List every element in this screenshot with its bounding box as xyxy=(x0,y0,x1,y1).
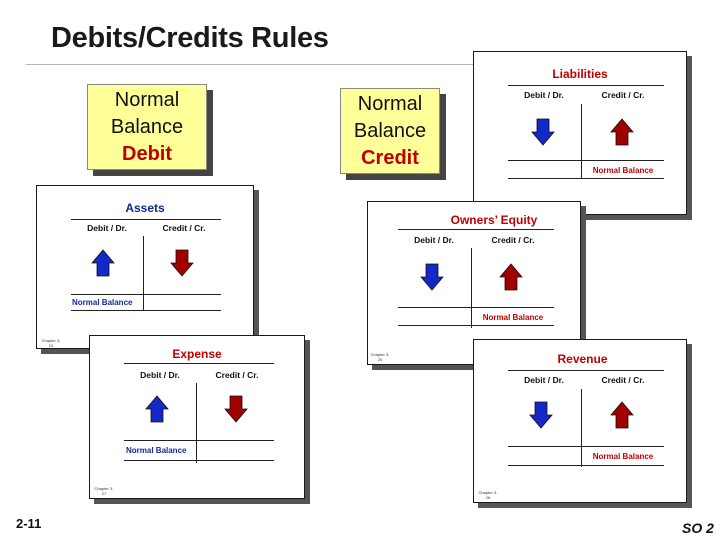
chapter-reference: Chapter 3-13 xyxy=(41,338,61,348)
callout-line1: Normal xyxy=(357,93,423,115)
t-account-mid-rule xyxy=(508,160,664,161)
chapter-reference: Chapter 3-27 xyxy=(94,486,114,496)
debit-header: Debit / Dr. xyxy=(87,223,127,233)
normal-balance-label: Normal Balance xyxy=(592,452,654,461)
credit-increase-arrow-icon xyxy=(499,263,523,291)
credit-header: Credit / Cr. xyxy=(601,90,645,100)
t-account-top-rule xyxy=(508,370,664,371)
debit-decrease-arrow-icon xyxy=(529,401,553,429)
t-account-mid-rule xyxy=(398,307,554,308)
account-title: Assets xyxy=(125,201,165,215)
t-account-mid-rule xyxy=(71,294,221,295)
t-account-bottom-rule xyxy=(508,465,664,466)
t-account-top-rule xyxy=(71,219,221,220)
t-account-mid-rule xyxy=(124,440,274,441)
normal-balance-label: Normal Balance xyxy=(126,446,187,455)
t-account-bottom-rule xyxy=(71,310,221,311)
assets-card: Assets Debit / Dr. Credit / Cr. Normal B… xyxy=(36,185,254,349)
debit-decrease-arrow-icon xyxy=(531,118,555,146)
credit-decrease-arrow-icon xyxy=(170,249,194,277)
credit-header: Credit / Cr. xyxy=(215,370,259,380)
account-title: Expense xyxy=(172,347,222,361)
credit-decrease-arrow-icon xyxy=(224,395,248,423)
normal-debit-callout: Normal Balance Debit xyxy=(87,84,213,176)
account-title: Owners’ Equity xyxy=(450,213,538,227)
callout-line3: Credit xyxy=(361,147,419,169)
t-account-divider xyxy=(143,236,144,311)
normal-balance-label: Normal Balance xyxy=(482,313,544,322)
t-account-bottom-rule xyxy=(508,178,664,179)
t-account-divider xyxy=(581,389,582,467)
debit-increase-arrow-icon xyxy=(145,395,169,423)
callout-box: Normal Balance Credit xyxy=(340,88,440,174)
credit-header: Credit / Cr. xyxy=(601,375,645,385)
slide-title: Debits/Credits Rules xyxy=(51,22,329,54)
t-account-bottom-rule xyxy=(124,460,274,461)
account-title: Revenue xyxy=(557,352,608,366)
callout-box: Normal Balance Debit xyxy=(87,84,207,170)
t-account-divider xyxy=(581,104,582,179)
liabilities-card: Liabilities Debit / Dr. Credit / Cr. Nor… xyxy=(473,51,687,215)
chapter-reference: Chapter 3-20 xyxy=(370,352,390,362)
debit-increase-arrow-icon xyxy=(91,249,115,277)
t-account-divider xyxy=(196,383,197,463)
callout-line2: Balance xyxy=(353,120,427,142)
slide-number: 2-11 xyxy=(16,516,42,531)
debit-header: Debit / Dr. xyxy=(524,375,564,385)
t-account-bottom-rule xyxy=(398,325,554,326)
credit-header: Credit / Cr. xyxy=(162,223,206,233)
account-title: Liabilities xyxy=(552,67,608,81)
study-objective: SO 2 xyxy=(682,520,714,536)
debit-decrease-arrow-icon xyxy=(420,263,444,291)
debit-header: Debit / Dr. xyxy=(140,370,180,380)
expense-card: Expense Debit / Dr. Credit / Cr. Normal … xyxy=(89,335,305,499)
t-account-top-rule xyxy=(508,85,664,86)
credit-increase-arrow-icon xyxy=(610,401,634,429)
chapter-reference: Chapter 3-26 xyxy=(478,490,498,500)
t-account-top-rule xyxy=(124,363,274,364)
t-account-divider xyxy=(471,248,472,328)
debit-header: Debit / Dr. xyxy=(414,235,454,245)
credit-increase-arrow-icon xyxy=(610,118,634,146)
normal-balance-label: Normal Balance xyxy=(592,166,654,175)
normal-credit-callout: Normal Balance Credit xyxy=(340,88,446,180)
revenue-card: Revenue Debit / Dr. Credit / Cr. Normal … xyxy=(473,339,687,503)
callout-line3: Debit xyxy=(122,143,172,165)
owners-equity-card: Owners’ Equity Debit / Dr. Credit / Cr. … xyxy=(367,201,581,365)
credit-header: Credit / Cr. xyxy=(491,235,535,245)
debit-header: Debit / Dr. xyxy=(524,90,564,100)
callout-line1: Normal xyxy=(114,89,180,111)
t-account-mid-rule xyxy=(508,446,664,447)
callout-line2: Balance xyxy=(110,116,184,138)
t-account-top-rule xyxy=(398,229,554,230)
title-divider xyxy=(26,64,686,65)
normal-balance-label: Normal Balance xyxy=(72,298,133,307)
